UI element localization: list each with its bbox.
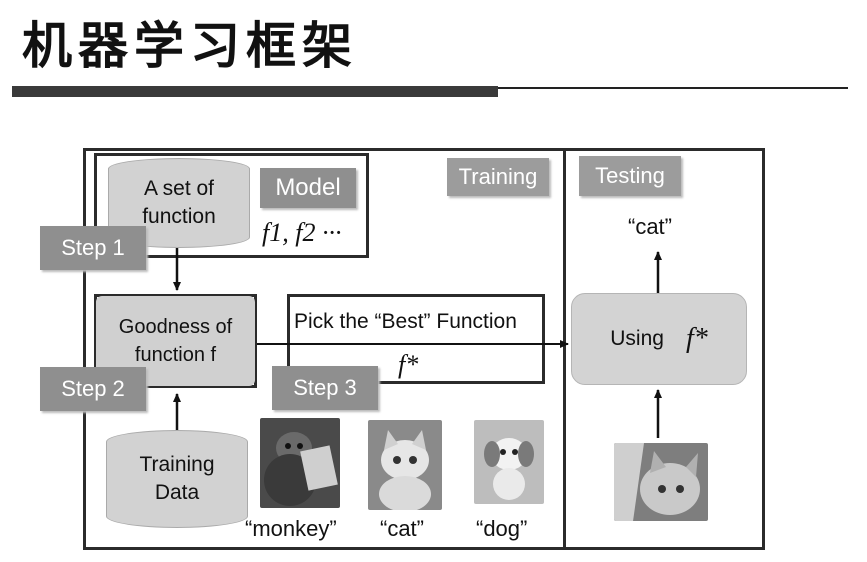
step3-tag: Step 3 — [272, 366, 378, 410]
using-box: Using f* — [571, 293, 747, 385]
step1-label: Step 1 — [61, 235, 125, 260]
framework-frame — [83, 148, 765, 550]
goodness-text: Goodness of function f — [118, 316, 233, 366]
using-f-star: f* — [685, 323, 708, 354]
sample-label-dog: “dog” — [476, 516, 528, 541]
output-label: “cat” — [628, 214, 672, 239]
training-tag: Training — [447, 158, 549, 196]
model-tag: Model — [260, 168, 356, 208]
title-underline-thick — [12, 86, 498, 97]
sample-label-monkey: “monkey” — [245, 516, 337, 541]
step2-label: Step 2 — [61, 376, 125, 401]
step2-tag: Step 2 — [40, 367, 146, 411]
using-text: Using — [610, 327, 664, 350]
function-set-math: f1, f2 ··· — [262, 218, 342, 247]
title-underline-thin — [498, 87, 848, 89]
function-set-cylinder: A set of function — [108, 158, 250, 248]
step3-label: Step 3 — [293, 375, 357, 400]
model-label: Model — [275, 174, 341, 201]
step2-region — [94, 294, 257, 388]
f-star-step3: f* — [398, 350, 419, 379]
cat-photo — [368, 420, 442, 510]
step3-region — [287, 294, 545, 384]
pick-best-text: Pick the “Best” Function — [294, 310, 517, 333]
training-label: Training — [458, 164, 538, 189]
step1-tag: Step 1 — [40, 226, 146, 270]
step1-region — [94, 153, 369, 258]
training-data-cylinder: Training Data — [106, 430, 248, 528]
training-testing-divider — [563, 148, 566, 550]
testing-tag: Testing — [579, 156, 681, 196]
monkey-photo — [260, 418, 340, 508]
testing-label: Testing — [595, 163, 665, 188]
sample-label-cat: “cat” — [380, 516, 424, 541]
training-data-text: Training Data — [139, 452, 215, 504]
page-title: 机器学习框架 — [22, 16, 358, 75]
function-set-text: A set of function — [142, 176, 216, 228]
test-cat-photo — [614, 443, 708, 521]
dog-photo — [474, 420, 544, 504]
